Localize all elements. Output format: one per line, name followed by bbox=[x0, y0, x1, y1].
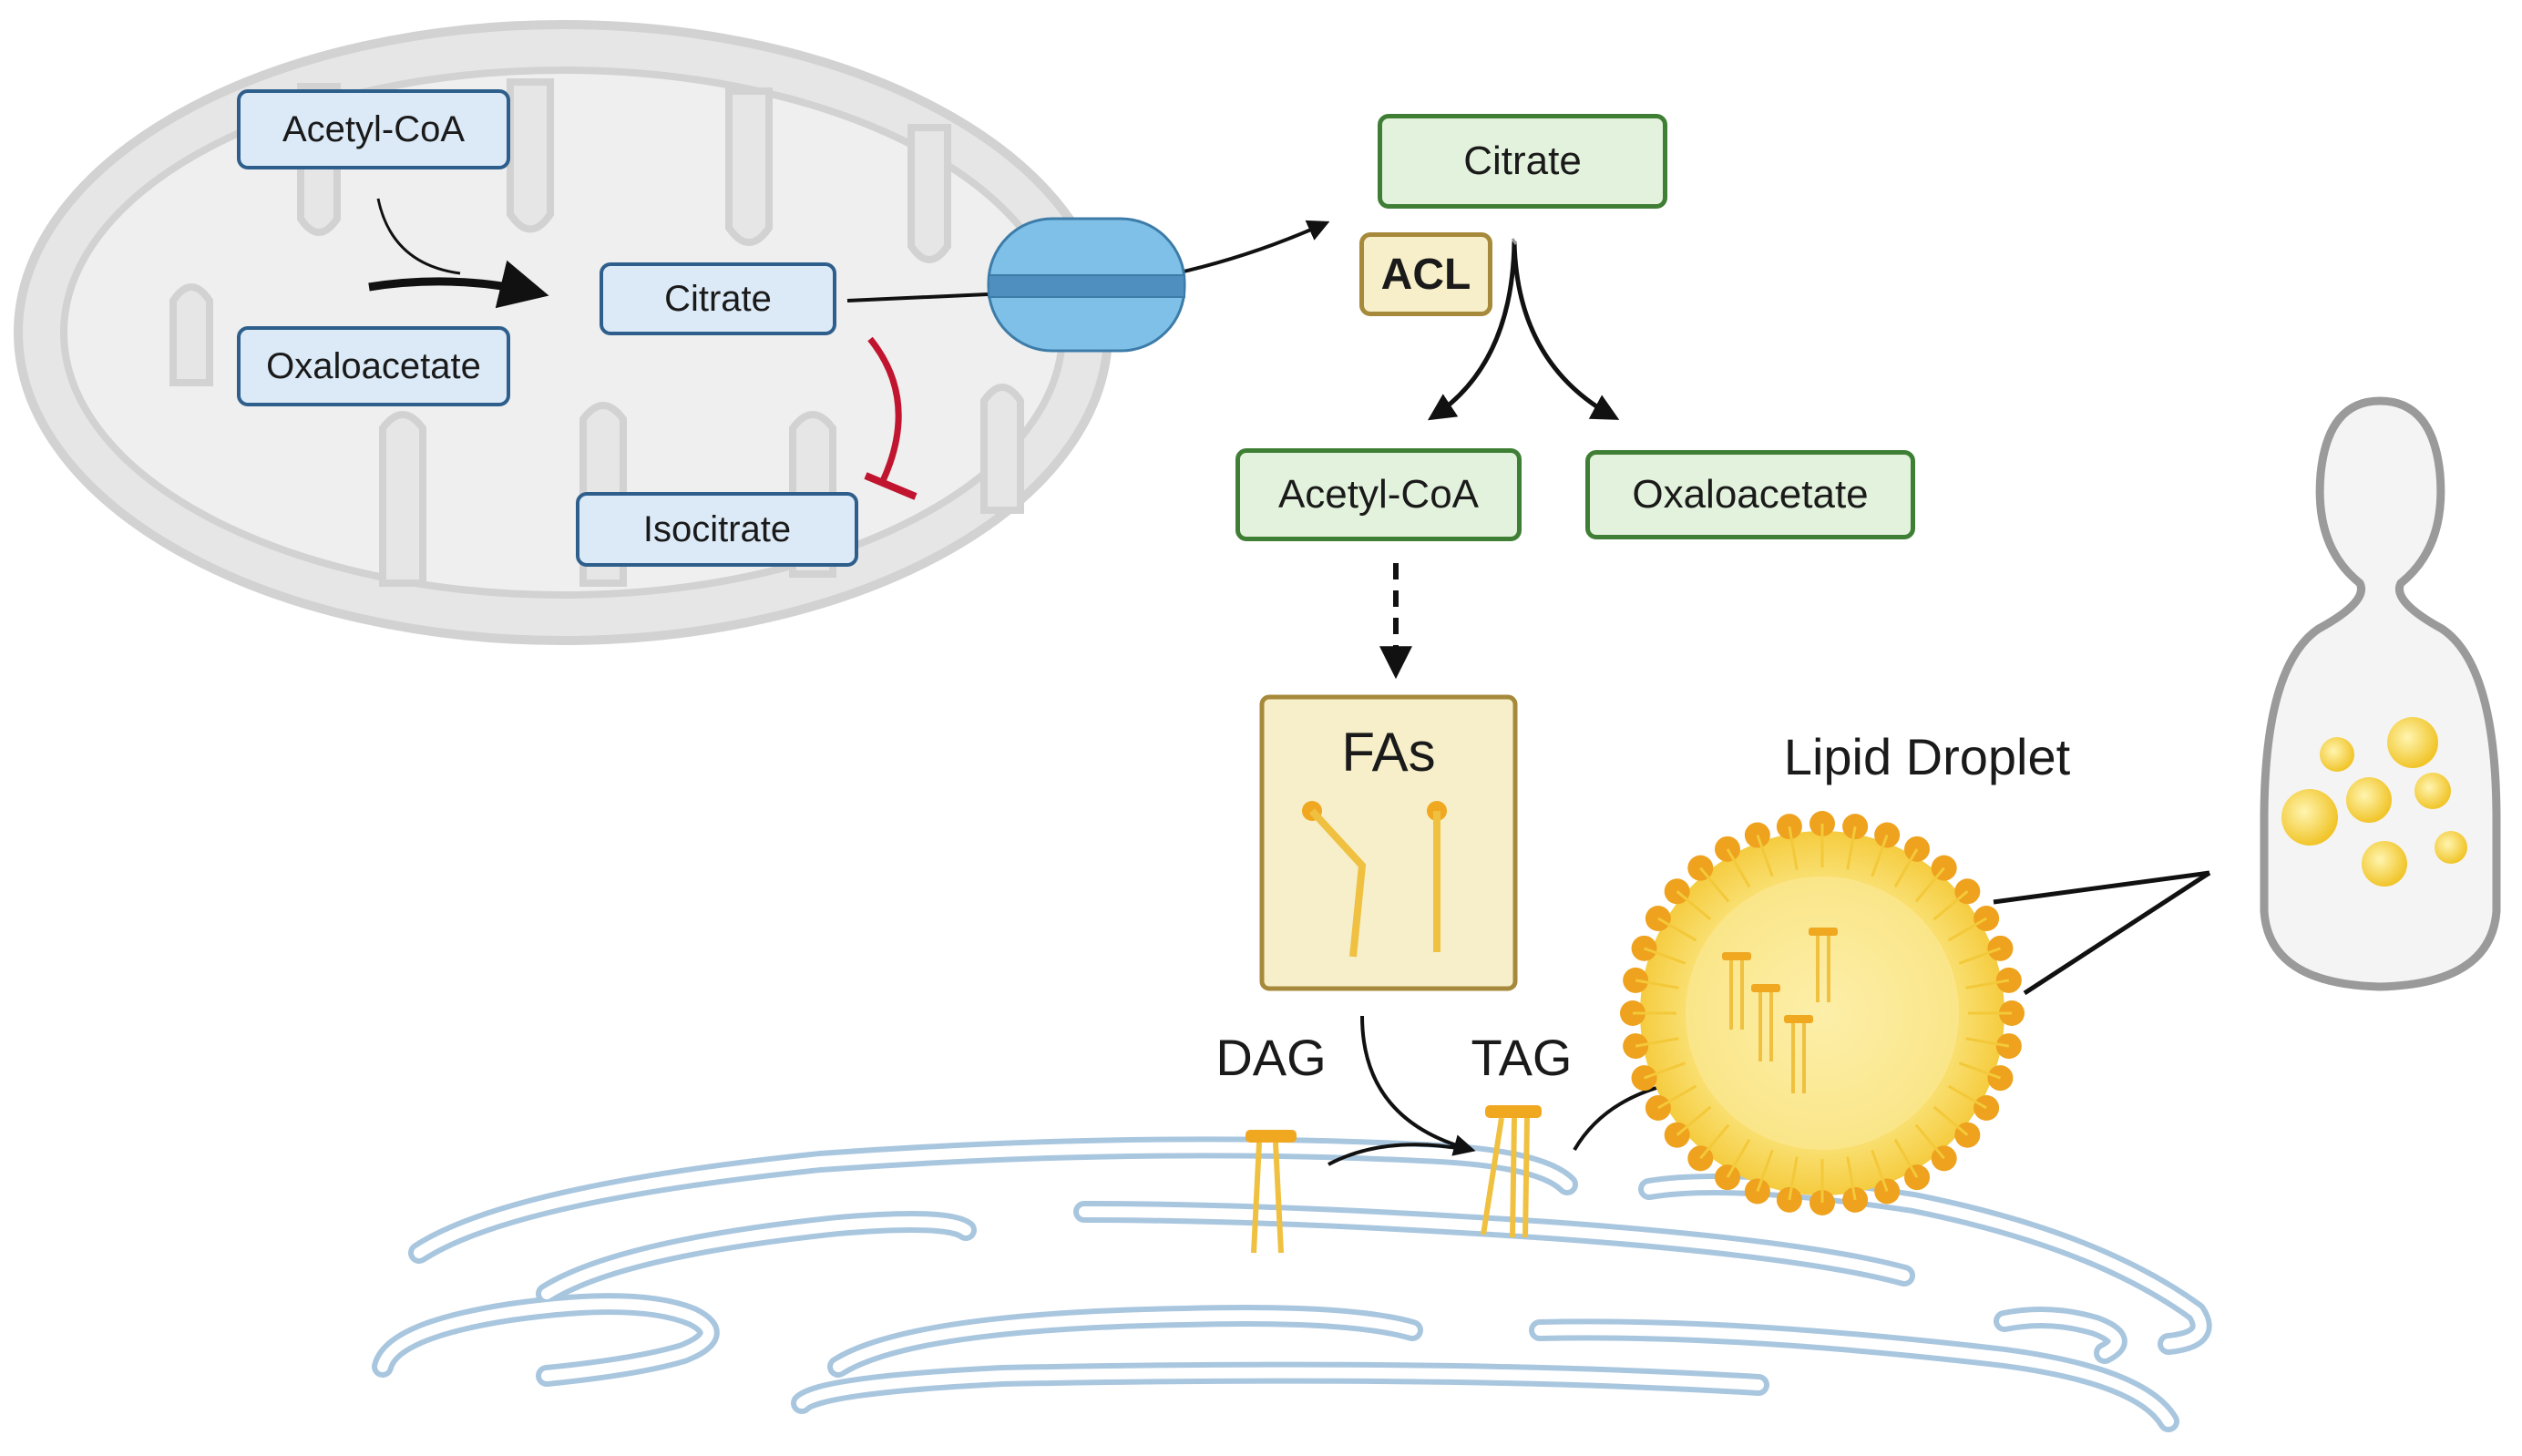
phospholipid-tail bbox=[1846, 1156, 1857, 1201]
cytosol-citrate-box: Citrate bbox=[1378, 114, 1667, 209]
phospholipid-tail bbox=[1947, 917, 1987, 942]
citrate-transporter bbox=[987, 217, 1186, 353]
phospholipid-tail bbox=[1657, 1084, 1697, 1110]
yeast-lipid-droplet bbox=[2346, 777, 2392, 823]
fatty-acids-box bbox=[1259, 694, 1518, 991]
cytosol-oxaloacetate-box: Oxaloacetate bbox=[1585, 450, 1915, 539]
phospholipid-tail bbox=[1933, 890, 1969, 921]
tag-molecule bbox=[1481, 1105, 1542, 1238]
yeast-lipid-droplet bbox=[2435, 831, 2467, 864]
phospholipid-tail bbox=[1726, 848, 1751, 888]
lipid-droplet-label: Lipid Droplet bbox=[1783, 727, 2071, 785]
yeast-lipid-droplet bbox=[2320, 737, 2354, 772]
phospholipid-tail bbox=[1893, 1138, 1919, 1178]
phospholipid-tail bbox=[1846, 825, 1857, 870]
phospholipid-tail bbox=[1933, 1105, 1969, 1136]
mitochondrion bbox=[14, 20, 1112, 645]
phospholipid-tail bbox=[1726, 1138, 1751, 1178]
phospholipid-tail bbox=[1644, 1061, 1686, 1080]
fas-label: FAs bbox=[1341, 721, 1436, 783]
phospholipid-tail bbox=[1893, 848, 1919, 888]
acl-enzyme-box: ACL bbox=[1359, 232, 1492, 316]
phospholipid-tail bbox=[1699, 866, 1730, 903]
yeast-lipid-droplet bbox=[2362, 841, 2407, 887]
phospholipid-tail bbox=[1676, 1105, 1712, 1136]
phospholipid-tail bbox=[1756, 835, 1774, 877]
droplet-phospholipid-heads bbox=[1620, 811, 2025, 1215]
acl-split-arrows bbox=[1427, 238, 1620, 421]
phospholipid-tail bbox=[1947, 1084, 1987, 1110]
mito-citrate-box: Citrate bbox=[600, 262, 836, 335]
phospholipid-tail bbox=[1871, 1149, 1889, 1192]
cytosol-acetyl-coa-box: Acetyl-CoA bbox=[1235, 448, 1522, 541]
lipid-droplet bbox=[1620, 811, 2025, 1215]
phospholipid-tail bbox=[1965, 979, 2010, 989]
mito-acetyl-coa-box: Acetyl-CoA bbox=[237, 89, 510, 169]
yeast-lipid-droplet bbox=[2414, 773, 2451, 809]
dag-molecule bbox=[1246, 1130, 1297, 1254]
phospholipid-tail bbox=[1871, 835, 1889, 877]
mito-isocitrate-box: Isocitrate bbox=[576, 492, 858, 567]
phospholipid-tail bbox=[1756, 1149, 1774, 1192]
phospholipid-tail bbox=[1635, 979, 1679, 989]
droplet-phospholipid-tails bbox=[1633, 824, 2012, 1203]
mito-reaction-arrows bbox=[368, 198, 549, 309]
mito-oxaloacetate-box: Oxaloacetate bbox=[237, 326, 510, 406]
tag-label: TAG bbox=[1471, 1028, 1573, 1086]
phospholipid-tail bbox=[1914, 1123, 1945, 1160]
zoom-lines bbox=[1993, 870, 2211, 996]
phospholipid-tail bbox=[1635, 1037, 1679, 1048]
phospholipid-tail bbox=[1788, 825, 1799, 870]
phospholipid-tail bbox=[1788, 1156, 1799, 1201]
phospholipid-tail bbox=[1965, 1037, 2010, 1048]
phospholipid-tail bbox=[1657, 917, 1697, 942]
yeast-cell bbox=[2260, 396, 2501, 991]
phospholipid-tail bbox=[1676, 890, 1712, 921]
phospholipid-tail bbox=[1958, 947, 2001, 965]
phospholipid-tail bbox=[1644, 947, 1686, 965]
inhibition-arrow bbox=[864, 336, 918, 500]
phospholipid-tail bbox=[1699, 1123, 1730, 1160]
dag-label: DAG bbox=[1215, 1028, 1327, 1086]
yeast-lipid-droplet bbox=[2281, 789, 2338, 846]
phospholipid-tail bbox=[1914, 866, 1945, 903]
yeast-lipid-droplet bbox=[2387, 717, 2438, 768]
phospholipid-tail bbox=[1958, 1061, 2001, 1080]
